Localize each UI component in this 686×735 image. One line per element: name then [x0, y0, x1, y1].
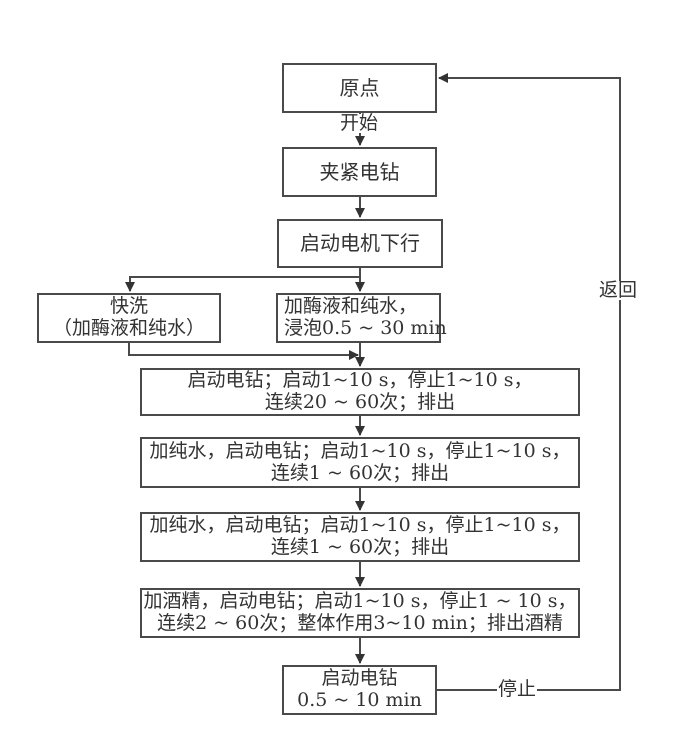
node-step2-line-1: 加纯水，启动电钻；启动1~10 s，停止1~10 s，: [149, 439, 571, 462]
edge-motor-quickwash: [125, 276, 360, 292]
node-clamp-drill: 夹紧电钻: [282, 147, 437, 197]
node-quick-wash-line-1: 快洗: [109, 295, 148, 318]
node-step4: 加酒精，启动电钻；启动1~10 s，停止1 ~ 10 s， 连续2 ~ 60次；…: [140, 588, 580, 638]
node-step3-line-2: 连续1 ~ 60次；排出: [270, 536, 450, 558]
node-origin-line: 原点: [339, 75, 380, 100]
node-step2: 加纯水，启动电钻；启动1~10 s，停止1~10 s， 连续1 ~ 60次；排出: [140, 437, 580, 488]
node-final-line-1: 启动电钻: [321, 667, 398, 690]
node-step4-line-1: 加酒精，启动电钻；启动1~10 s，停止1 ~ 10 s，: [143, 590, 577, 613]
node-step1-line-2: 连续20 ~ 60次；排出: [264, 391, 456, 413]
edge-label-return: 返回: [598, 279, 639, 301]
node-quick-wash-line-2: （加酶液和纯水）: [52, 317, 205, 339]
node-step3: 加纯水，启动电钻；启动1~10 s，停止1~10 s， 连续1 ~ 60次；排出: [140, 512, 580, 562]
edge-label-stop: 停止: [497, 678, 538, 700]
node-origin: 原点: [282, 63, 437, 113]
node-final-line-2: 0.5 ~ 10 min: [297, 689, 422, 711]
node-enzyme-soak-line-2: 浸泡0.5 ~ 30 min: [284, 317, 447, 339]
node-step1-line-1: 启动电钻；启动1~10 s，停止1~10 s，: [187, 369, 533, 392]
node-step2-line-2: 连续1 ~ 60次；排出: [270, 461, 450, 484]
node-final-drill: 启动电钻 0.5 ~ 10 min: [282, 665, 437, 715]
node-motor-down: 启动电机下行: [277, 219, 443, 268]
node-clamp-line: 夹紧电钻: [319, 159, 400, 184]
node-quick-wash: 快洗 （加酶液和纯水）: [37, 293, 221, 343]
edge-quickwash-step1: [128, 343, 359, 360]
node-step1: 启动电钻；启动1~10 s，停止1~10 s， 连续20 ~ 60次；排出: [140, 368, 580, 416]
edge-label-start: 开始: [339, 112, 380, 134]
node-step4-line-2: 连续2 ~ 60次；整体作用3~10 min；排出酒精: [157, 612, 563, 634]
node-motor-down-line: 启动电机下行: [300, 231, 420, 255]
node-enzyme-soak-line-1: 加酶液和纯水，: [284, 295, 418, 318]
node-enzyme-soak: 加酶液和纯水， 浸泡0.5 ~ 30 min: [276, 293, 447, 343]
node-step3-line-1: 加纯水，启动电钻；启动1~10 s，停止1~10 s，: [149, 514, 571, 537]
